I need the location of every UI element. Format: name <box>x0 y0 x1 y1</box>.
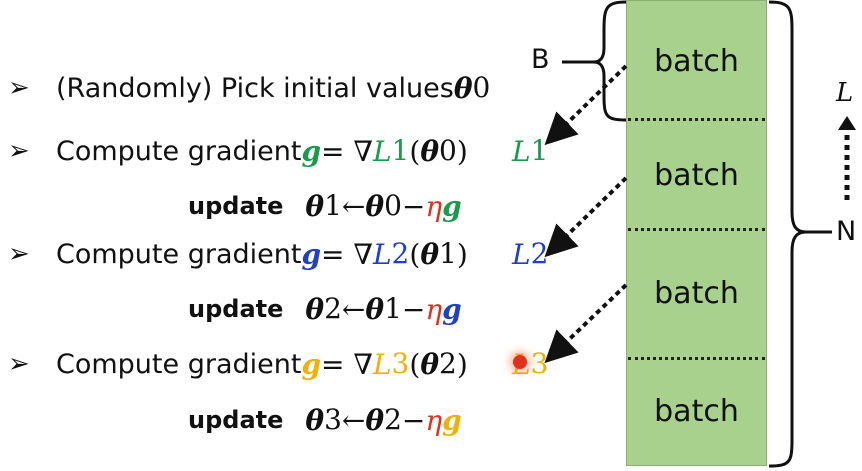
b-brace <box>593 0 627 122</box>
batch-arrow-1 <box>544 64 628 146</box>
batch-arrow-2 <box>544 176 628 258</box>
loss-var: L <box>372 347 392 381</box>
theta-var: θ <box>420 237 439 271</box>
pointer-dot <box>513 355 527 369</box>
b-label: B <box>531 44 550 75</box>
paren-open: ( <box>409 347 421 381</box>
theta-var: θ <box>453 71 473 105</box>
theta-var: θ <box>420 134 439 168</box>
arrow-left: ← <box>341 292 366 326</box>
paren-close: ) <box>456 347 468 381</box>
g-var: g <box>301 134 322 168</box>
loss-var: L <box>372 134 392 168</box>
g-var: g <box>442 403 462 437</box>
batch-label-3: batch <box>654 276 739 311</box>
batch-label-2: batch <box>654 158 739 193</box>
batch-label-4: batch <box>654 394 739 429</box>
batch-divider <box>628 118 765 121</box>
eta-var: η <box>425 403 443 437</box>
eta-var: η <box>425 292 443 326</box>
update-word: update <box>188 295 284 323</box>
theta-var: θ <box>305 292 325 326</box>
compute-text: Compute gradient <box>56 238 302 270</box>
eq-nabla: = ∇ <box>321 347 373 381</box>
side-loss-var: L <box>512 237 531 271</box>
step-init-text: (Randomly) Pick initial values <box>56 72 454 104</box>
paren-close: ) <box>456 237 468 271</box>
batch-label-1: batch <box>654 44 739 79</box>
batch-stack <box>626 0 767 466</box>
compute-text: Compute gradient <box>56 348 302 380</box>
compute-text: Compute gradient <box>56 135 302 167</box>
minus: − <box>401 292 426 326</box>
theta-var: θ <box>365 292 385 326</box>
n-label: N <box>836 216 857 247</box>
theta-var: θ <box>305 189 325 223</box>
batch-arrow-3 <box>544 283 628 364</box>
paren-open: ( <box>409 134 421 168</box>
bullet-icon: ➢ <box>8 349 30 379</box>
l-arrow-head <box>838 116 856 130</box>
minus: − <box>401 403 426 437</box>
eq-nabla: = ∇ <box>321 237 373 271</box>
g-var: g <box>442 189 462 223</box>
g-var: g <box>301 347 322 381</box>
update-word: update <box>188 406 284 434</box>
g-var: g <box>301 237 322 271</box>
update-word: update <box>188 192 284 220</box>
l-label: L <box>836 78 854 108</box>
eta-var: η <box>425 189 443 223</box>
bullet-icon: ➢ <box>8 73 30 103</box>
theta-var: θ <box>420 347 439 381</box>
side-loss-var: L <box>512 134 531 168</box>
paren-open: ( <box>409 237 421 271</box>
bullet-icon: ➢ <box>8 239 30 269</box>
g-var: g <box>442 292 462 326</box>
arrow-left: ← <box>341 403 366 437</box>
paren-close: ) <box>456 134 468 168</box>
batch-divider <box>628 228 765 231</box>
theta-var: θ <box>365 189 385 223</box>
minus: − <box>401 189 426 223</box>
loss-var: L <box>372 237 392 271</box>
n-brace <box>768 0 807 468</box>
batch-divider <box>628 357 765 360</box>
arrow-left: ← <box>341 189 366 223</box>
bullet-icon: ➢ <box>8 136 30 166</box>
theta-var: θ <box>365 403 385 437</box>
theta-var: θ <box>305 403 325 437</box>
eq-nabla: = ∇ <box>321 134 373 168</box>
